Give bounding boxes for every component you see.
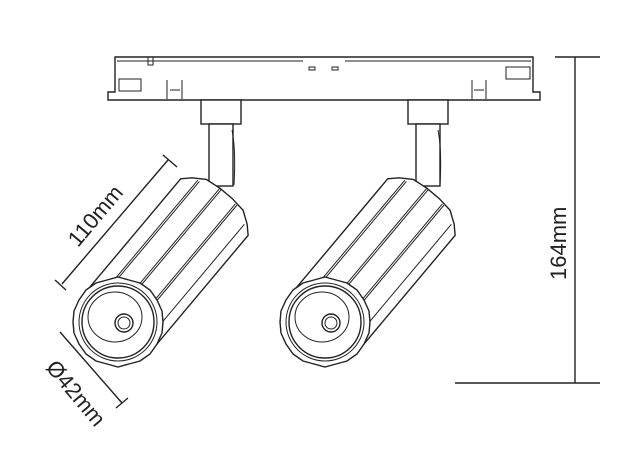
height-dimension [455, 56, 600, 384]
length-label: 110mm [63, 180, 128, 251]
track-adapter [107, 56, 541, 101]
spotlight-left [72, 99, 261, 368]
length-dimension [54, 154, 178, 291]
diameter-label: Ø42mm [41, 355, 110, 431]
spotlight-right [279, 99, 468, 368]
diameter-dimension [59, 331, 129, 409]
height-label: 164mm [546, 207, 571, 280]
